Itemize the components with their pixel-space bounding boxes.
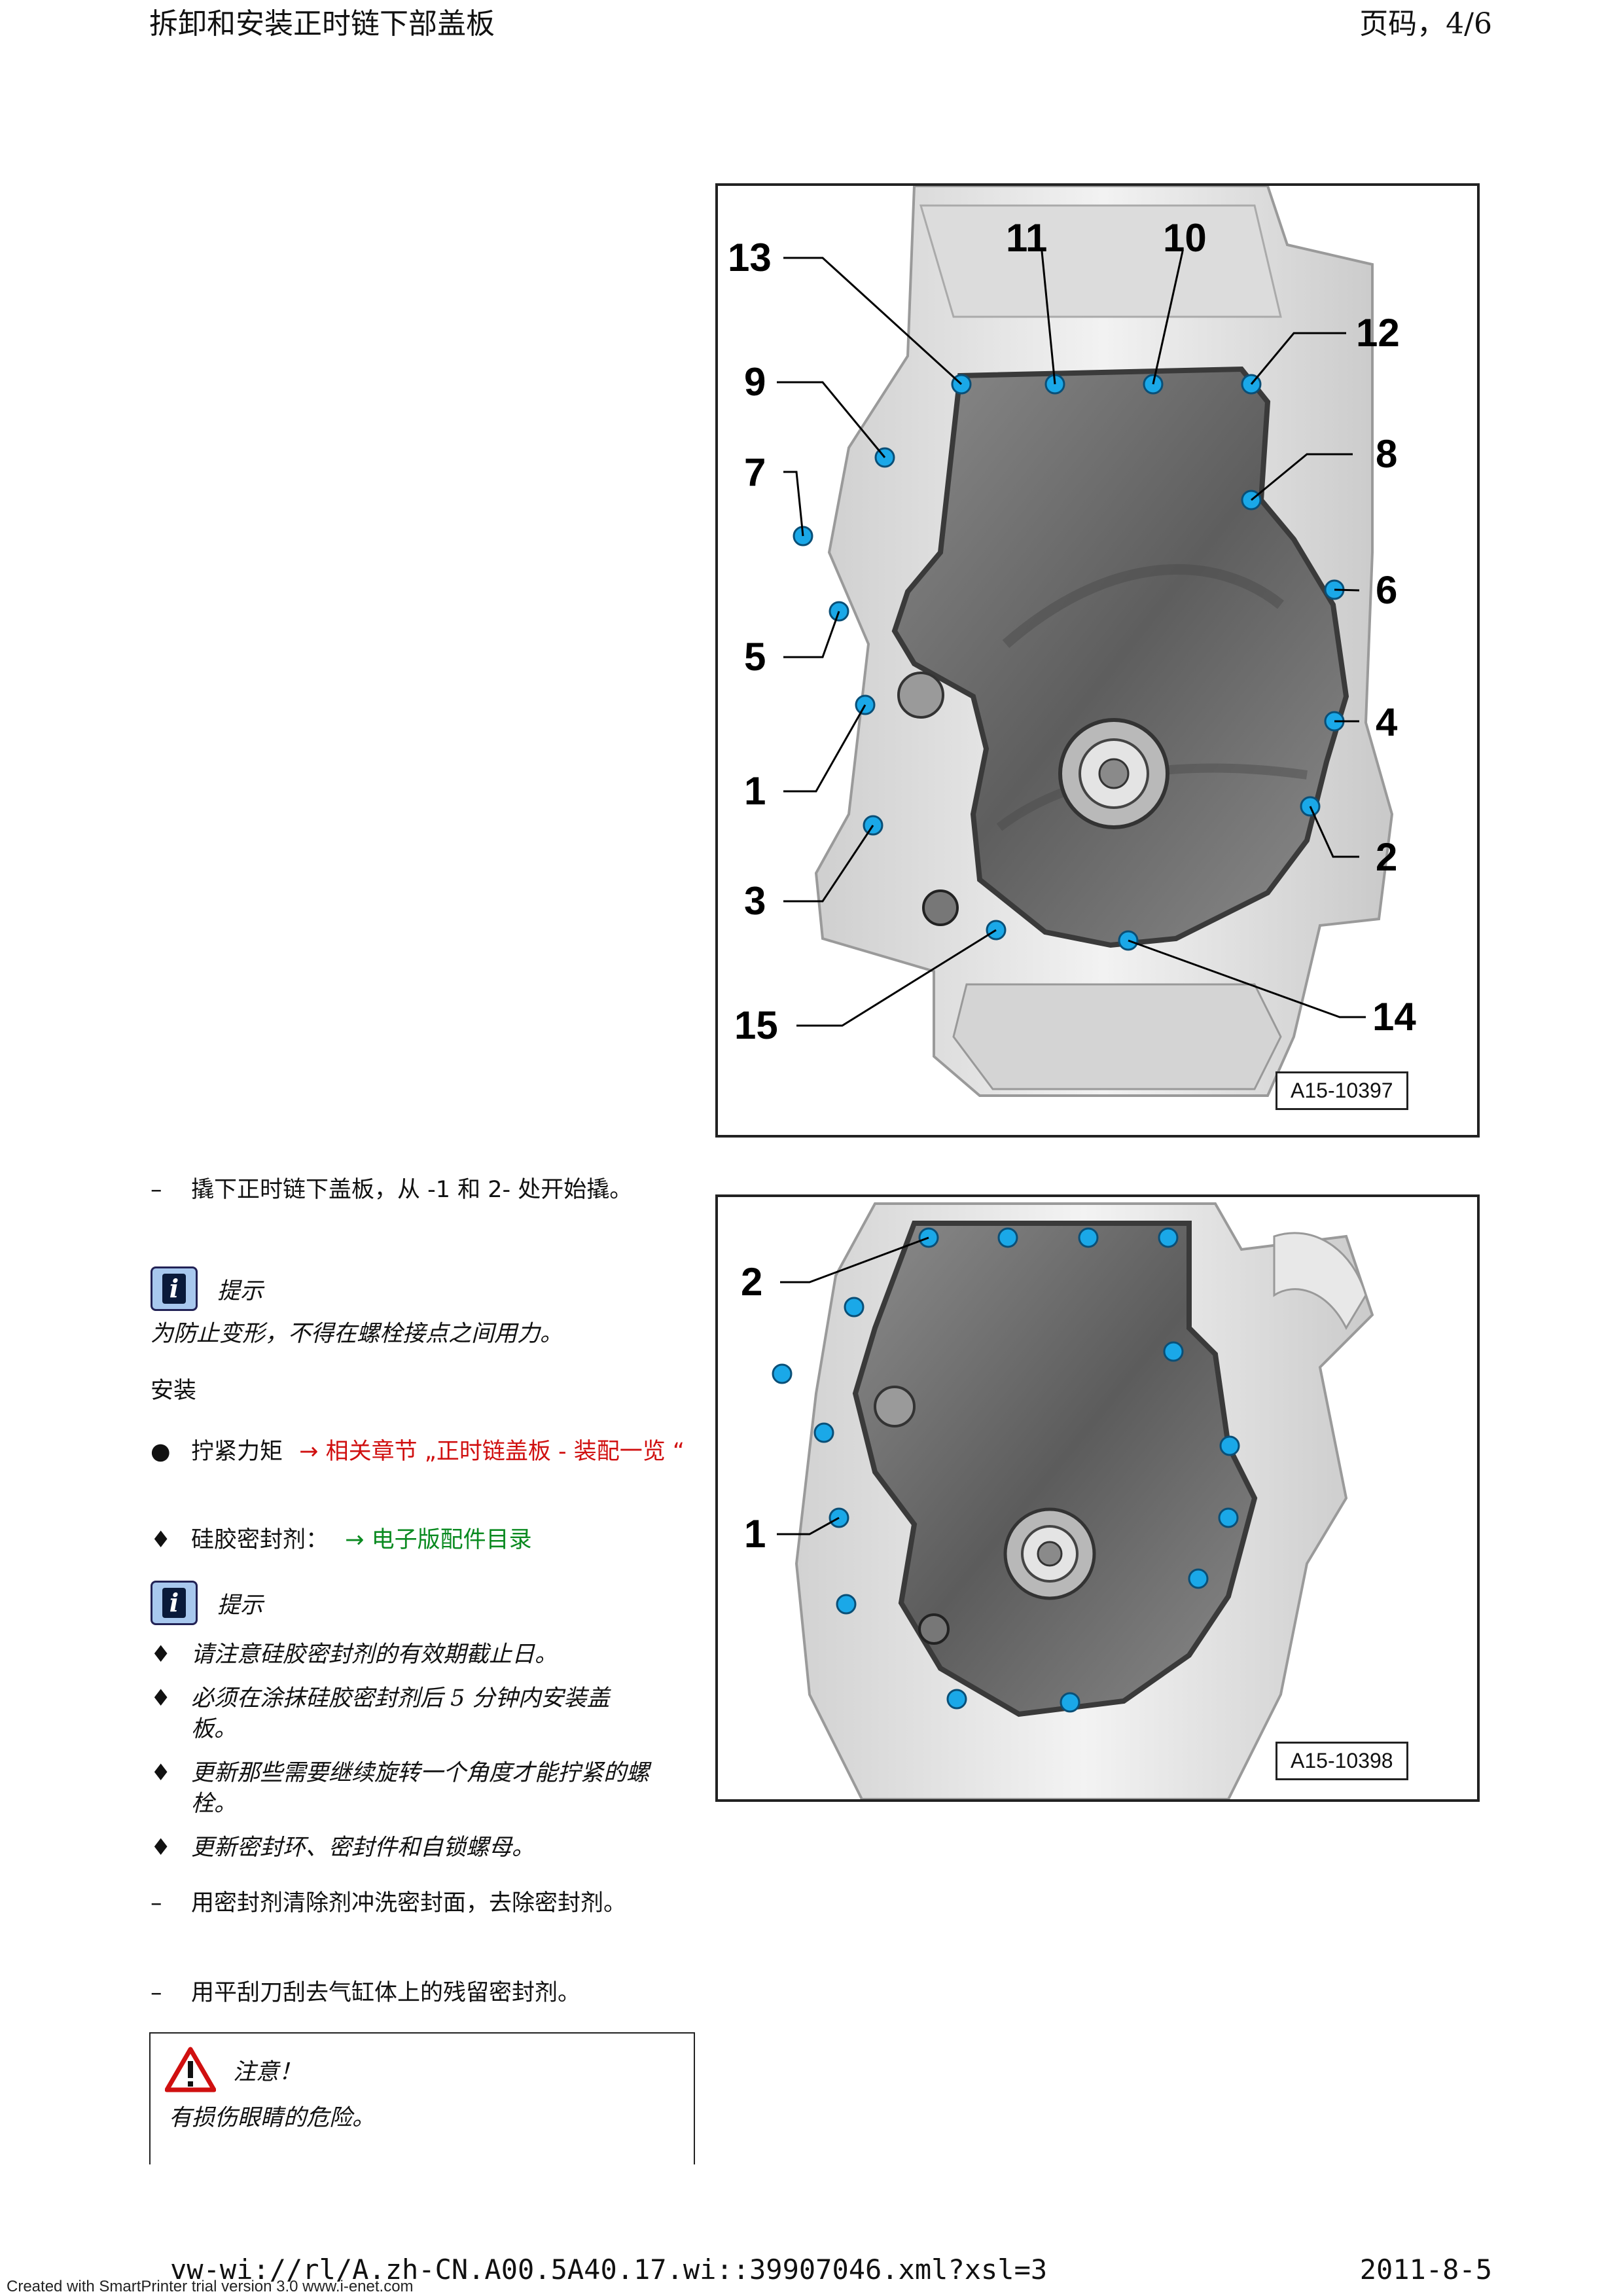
engine-cover-illustration-2: 2 1	[741, 1202, 1374, 1799]
caution-title: 注意！	[233, 2058, 302, 2085]
callout-label: 1	[744, 769, 766, 813]
bullet-dot: ●	[151, 1439, 171, 1465]
step-dash: –	[151, 1177, 162, 1203]
bullet-diamond: ♦	[151, 1760, 171, 1786]
caution-box: 注意！ 有损伤眼睛的危险。	[149, 2032, 695, 2164]
step-pry-off: – 撬下正时链下盖板，从 -1 和 2- 处开始撬。	[151, 1175, 694, 1206]
callout-label: 14	[1372, 995, 1416, 1039]
callout-label: 1	[744, 1512, 766, 1556]
note-item: ♦ 更新密封环、密封件和自锁螺母。	[151, 1833, 694, 1863]
callout-label: 15	[734, 1003, 778, 1047]
step-text: 撬下正时链下盖板，从 -1 和 2- 处开始撬。	[191, 1177, 633, 1203]
callout-label: 2	[1376, 835, 1397, 879]
figure-cover-pry-points: 2 1 A15-10398	[715, 1194, 1480, 1802]
callout-label: 8	[1376, 432, 1397, 476]
page-number: 页码，4/6	[1359, 7, 1492, 41]
callout-label: 2	[741, 1260, 762, 1304]
sealant-label: 硅胶密封剂：	[191, 1527, 329, 1553]
torque-label: 拧紧力矩	[191, 1439, 283, 1465]
callout-label: 6	[1376, 568, 1397, 612]
note-header: i 提示	[151, 1581, 263, 1625]
callout-label: 9	[744, 360, 766, 404]
step-clean-sealing-surface: – 用密封剂清除剂冲洗密封面，去除密封剂。	[151, 1888, 694, 1919]
section-heading-install: 安装	[151, 1378, 197, 1404]
bullet-diamond: ♦	[151, 1685, 171, 1712]
info-icon: i	[151, 1266, 198, 1311]
bullet-diamond: ♦	[151, 1641, 171, 1668]
page-title: 拆卸和安装正时链下部盖板	[149, 7, 495, 41]
bullet-torque: ● 拧紧力矩 → 相关章节 „正时链盖板 - 装配一览 “	[151, 1437, 694, 1467]
footer-source-url: vw-wi://rl/A.zh-CN.A00.5A40.17.wi::39907…	[170, 2253, 1048, 2286]
callout-label: 3	[744, 879, 766, 923]
step-scrape-residue: – 用平刮刀刮去气缸体上的残留密封剂。	[151, 1978, 694, 2009]
callout-label: 7	[744, 450, 766, 494]
step-dash: –	[151, 1890, 162, 1916]
engine-cover-illustration-1: 13 11 10 12 9 8 7 6 5 4 1 2 3 15 14	[728, 186, 1416, 1097]
note-title: 提示	[217, 1278, 264, 1304]
note-text: 为防止变形，不得在螺栓接点之间用力。	[151, 1321, 563, 1347]
callout-label: 11	[1006, 216, 1047, 260]
caution-text: 有损伤眼睛的危险。	[169, 2105, 376, 2131]
step-dash: –	[151, 1980, 162, 2006]
callout-label: 5	[744, 635, 766, 679]
figure-id-label: A15-10397	[1275, 1071, 1408, 1110]
bullet-sealant: ♦ 硅胶密封剂： → 电子版配件目录	[151, 1525, 694, 1556]
callout-label: 4	[1376, 700, 1398, 744]
parts-catalog-link[interactable]: → 电子版配件目录	[345, 1527, 532, 1553]
note-item: ♦ 必须在涂抹硅胶密封剂后 5 分钟内安装盖板。	[151, 1683, 694, 1745]
torque-reference-link[interactable]: → 相关章节 „正时链盖板 - 装配一览 “	[299, 1439, 685, 1465]
info-icon: i	[151, 1581, 198, 1625]
figure-id-label: A15-10398	[1275, 1742, 1408, 1780]
warning-icon	[165, 2047, 216, 2092]
bullet-diamond: ♦	[151, 1835, 171, 1861]
callout-label: 10	[1163, 216, 1207, 260]
note-item: ♦ 更新那些需要继续旋转一个角度才能拧紧的螺栓。	[151, 1758, 694, 1820]
footer-date: 2011-8-5	[1359, 2253, 1492, 2286]
figure-cover-bolts: 13 11 10 12 9 8 7 6 5 4 1 2 3 15 14 A15-…	[715, 183, 1480, 1138]
bullet-diamond: ♦	[151, 1527, 171, 1553]
callout-label: 13	[728, 236, 772, 279]
note-title: 提示	[217, 1592, 264, 1619]
callout-label: 12	[1356, 311, 1400, 355]
watermark-text: Created with SmartPrinter trial version …	[7, 2278, 414, 2295]
note-item: ♦ 请注意硅胶密封剂的有效期截止日。	[151, 1640, 694, 1670]
note-header: i 提示	[151, 1266, 263, 1311]
